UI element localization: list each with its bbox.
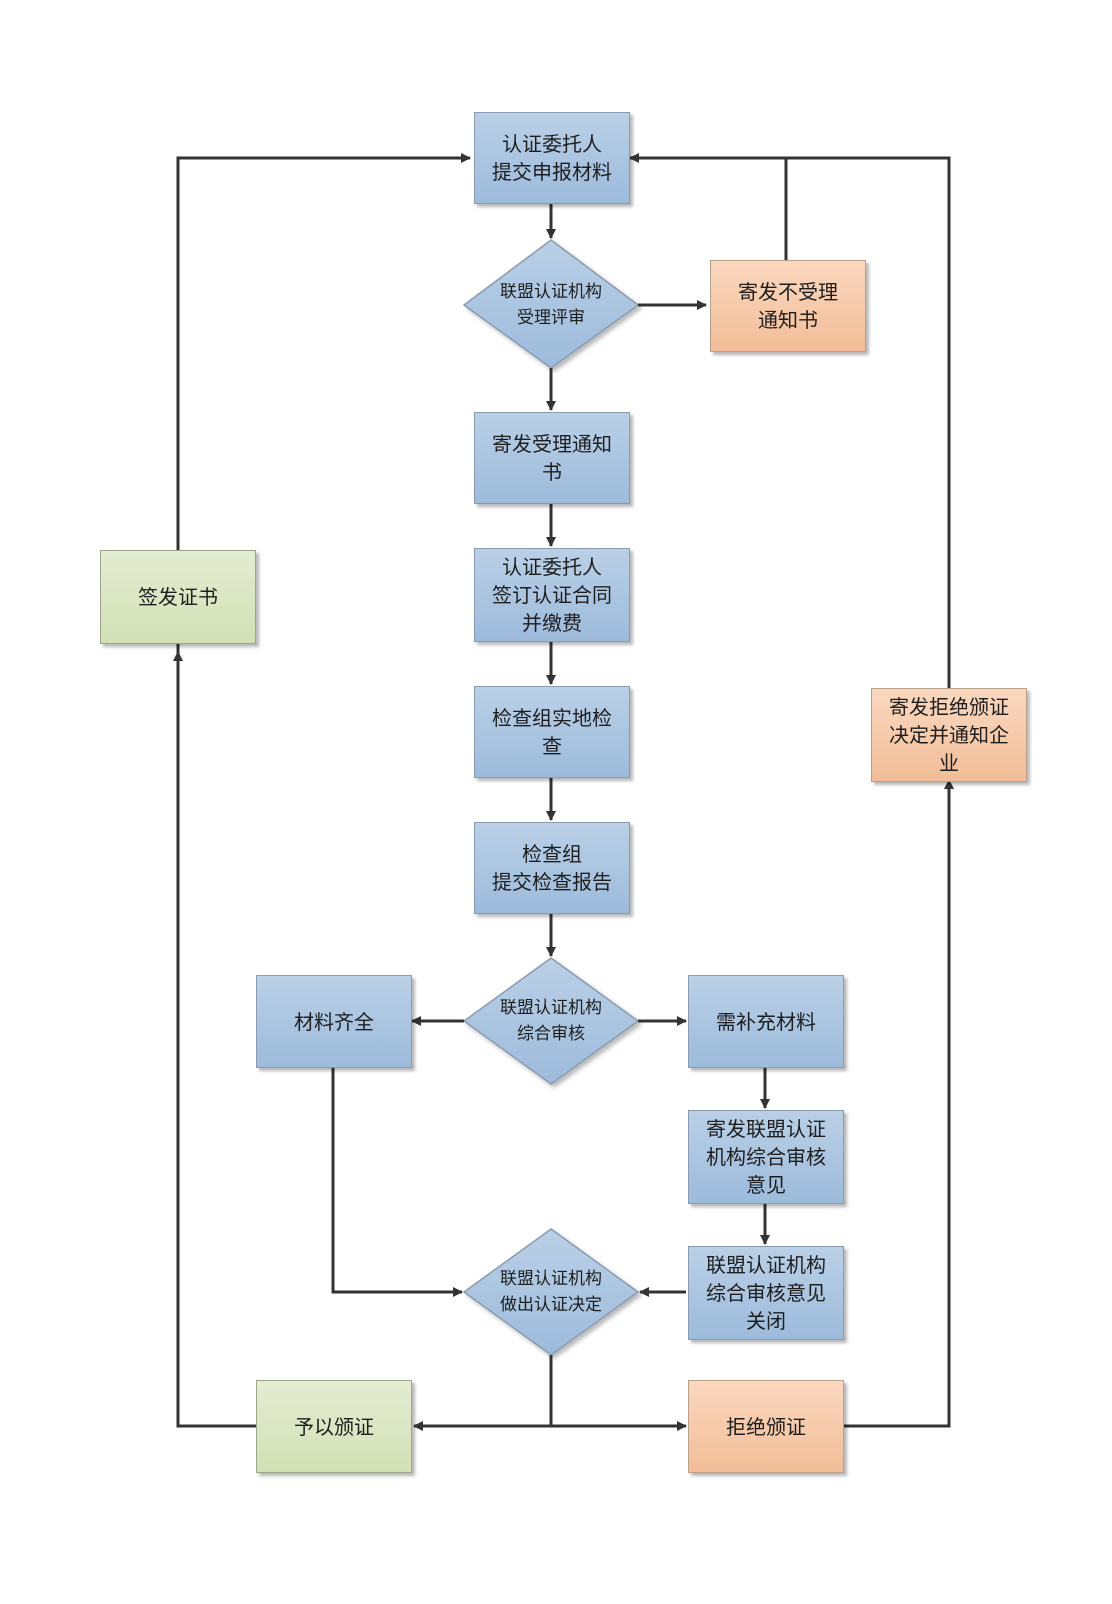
node-text: 认证委托人 bbox=[502, 132, 602, 156]
arrow-reject-notice-to-submit bbox=[629, 153, 788, 260]
node-complete[interactable]: 材料齐全 bbox=[256, 975, 412, 1068]
node-text: 提交申报材料 bbox=[492, 160, 612, 184]
node-submit[interactable]: 认证委托人提交申报材料 bbox=[474, 112, 630, 204]
node-text: 认证委托人 bbox=[502, 555, 602, 579]
node-contract[interactable]: 认证委托人签订认证合同并缴费 bbox=[474, 548, 630, 642]
decision-diamond-accept-review[interactable] bbox=[462, 239, 640, 369]
node-text: 并缴费 bbox=[522, 611, 582, 635]
node-text: 寄发不受理 bbox=[738, 280, 838, 304]
node-text: 机构综合审核 bbox=[706, 1145, 826, 1169]
node-grant[interactable]: 予以颁证 bbox=[256, 1380, 412, 1473]
node-supplement[interactable]: 需补充材料 bbox=[688, 975, 844, 1068]
arrow-issue-cert-to-submit bbox=[176, 153, 471, 550]
node-text: 予以颁证 bbox=[294, 1414, 374, 1439]
node-text: 意见 bbox=[746, 1173, 786, 1197]
node-check-report[interactable]: 检查组提交检查报告 bbox=[474, 822, 630, 914]
node-send-opinion[interactable]: 寄发联盟认证机构综合审核意见 bbox=[688, 1110, 844, 1204]
node-text: 综合审核意见 bbox=[706, 1281, 826, 1305]
arrow-refuse-to-refuse-notice bbox=[840, 779, 954, 1428]
node-reject-notice[interactable]: 寄发不受理通知书 bbox=[710, 260, 866, 352]
node-text: 通知书 bbox=[758, 308, 818, 332]
node-text: 业 bbox=[939, 751, 959, 775]
node-text: 提交检查报告 bbox=[492, 870, 612, 894]
node-text: 签订认证合同 bbox=[492, 583, 612, 607]
node-onsite-check[interactable]: 检查组实地检查 bbox=[474, 686, 630, 778]
node-accept-notice[interactable]: 寄发受理通知书 bbox=[474, 412, 630, 504]
node-opinion-closed[interactable]: 联盟认证机构综合审核意见关闭 bbox=[688, 1246, 844, 1340]
arrow-grant-to-submit-loop bbox=[176, 550, 256, 1428]
node-issue-cert[interactable]: 签发证书 bbox=[100, 550, 256, 644]
node-text: 寄发联盟认证 bbox=[706, 1117, 826, 1141]
node-text: 检查组 bbox=[522, 842, 582, 866]
node-text: 签发证书 bbox=[138, 585, 218, 609]
arrow-complete-to-decision bbox=[331, 1068, 463, 1297]
node-text: 寄发受理通知 bbox=[492, 432, 612, 456]
node-text: 书 bbox=[542, 460, 562, 484]
node-refuse-notice[interactable]: 寄发拒绝颁证决定并通知企业 bbox=[871, 688, 1027, 782]
node-text: 查 bbox=[542, 734, 562, 758]
node-text: 联盟认证机构 bbox=[706, 1253, 826, 1277]
node-text: 检查组实地检 bbox=[492, 706, 612, 730]
node-text: 寄发拒绝颁证 bbox=[889, 695, 1009, 719]
node-refuse[interactable]: 拒绝颁证 bbox=[688, 1380, 844, 1473]
node-text: 决定并通知企 bbox=[889, 723, 1009, 747]
node-text: 关闭 bbox=[746, 1309, 786, 1333]
node-text: 需补充材料 bbox=[716, 1009, 816, 1034]
decision-diamond-decision[interactable] bbox=[462, 1228, 640, 1356]
decision-diamond-review[interactable] bbox=[462, 957, 640, 1085]
node-text: 材料齐全 bbox=[294, 1009, 374, 1034]
node-text: 拒绝颁证 bbox=[726, 1414, 806, 1439]
arrow-refuse-notice-to-submit bbox=[786, 156, 951, 688]
